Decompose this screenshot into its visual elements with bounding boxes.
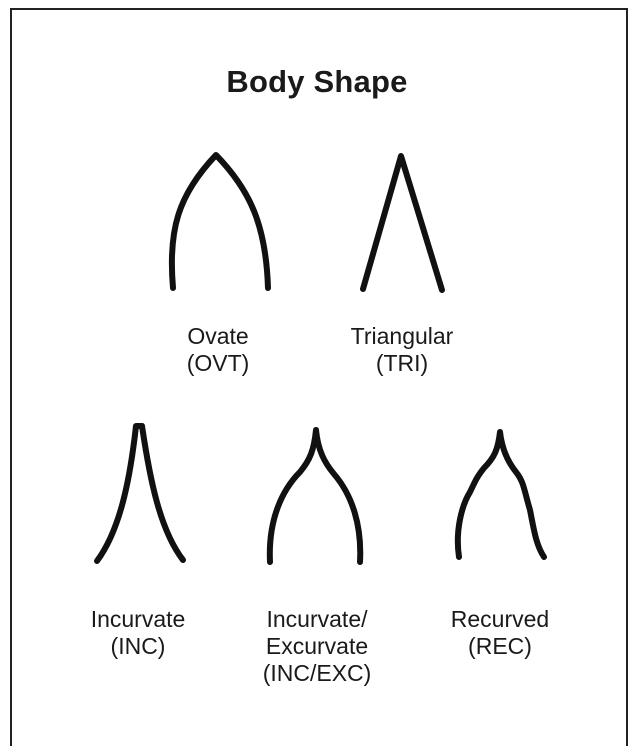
shape-name-line2: Excurvate (227, 633, 407, 660)
shape-name: Recurved (410, 606, 590, 633)
shape-code: (INC) (48, 633, 228, 660)
shape-name: Incurvate (48, 606, 228, 633)
shape-code: (OVT) (128, 350, 308, 377)
label-ovate: Ovate (OVT) (128, 323, 308, 377)
ovate-shape-icon (172, 155, 268, 288)
shape-code: (REC) (410, 633, 590, 660)
incurvate-shape-icon (97, 426, 183, 561)
shape-name: Triangular (312, 323, 492, 350)
shape-name: Incurvate/ (227, 606, 407, 633)
shape-code: (INC/EXC) (227, 660, 407, 687)
shape-name: Ovate (128, 323, 308, 350)
triangular-shape-icon (363, 156, 442, 290)
incurvate-excurvate-shape-icon (270, 430, 360, 562)
label-incurvate: Incurvate (INC) (48, 606, 228, 660)
label-recurved: Recurved (REC) (410, 606, 590, 660)
label-incurvate-excurvate: Incurvate/ Excurvate (INC/EXC) (227, 606, 407, 687)
recurved-shape-icon (458, 432, 544, 557)
label-triangular: Triangular (TRI) (312, 323, 492, 377)
shape-code: (TRI) (312, 350, 492, 377)
